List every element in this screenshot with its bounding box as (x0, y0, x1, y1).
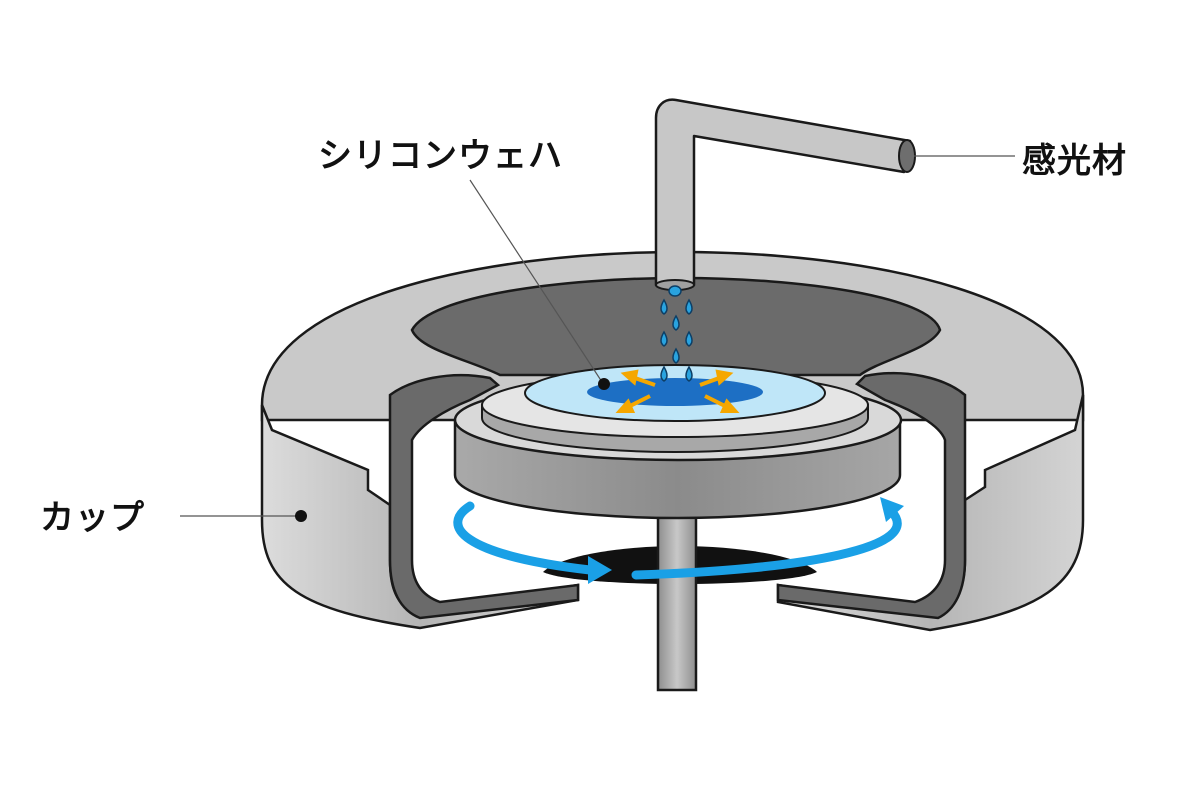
resist-droplets (660, 285, 693, 382)
photoresist-label: 感光材 (1022, 141, 1127, 181)
resist-puddle (587, 378, 763, 406)
wafer-leader-line (469, 179, 603, 383)
droplet-icon (660, 365, 668, 382)
spread-arrows (615, 369, 740, 413)
spread-arrow-icon (627, 394, 651, 409)
droplet-icon (672, 347, 680, 364)
wafer-marker-dot (598, 378, 610, 390)
droplet-icon (685, 298, 693, 315)
rotation-arrow-icon (631, 505, 902, 580)
silicon-wafer-label: シリコンウェハ (318, 136, 563, 176)
droplet-icon (660, 298, 668, 315)
droplet-icon (685, 330, 693, 347)
rotation-arrows (453, 497, 904, 584)
cup-cutaway-right (776, 371, 967, 620)
cup-marker-dot (295, 510, 307, 522)
resist-nozzle (654, 98, 912, 287)
droplet-icon (668, 285, 682, 297)
spindle-shaft (656, 498, 698, 692)
cup-cutaway-left (388, 373, 580, 620)
droplet-icon (660, 330, 668, 347)
rotation-arrow-icon (453, 501, 595, 575)
leader-lines (180, 155, 1015, 517)
droplet-icon (672, 314, 680, 331)
spread-arrow-icon (704, 394, 728, 409)
cup-label: カップ (40, 498, 145, 538)
droplet-icon (685, 365, 693, 382)
